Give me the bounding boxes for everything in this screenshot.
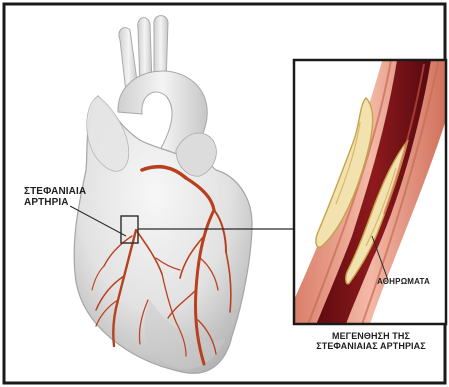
coronary-artery-label-line-2: ΑΡΤΗΡΙΑ: [24, 197, 69, 208]
atheroma-label: ΑΘΗΡΩΜΑΤΑ: [377, 278, 430, 287]
heart: [74, 16, 252, 374]
magnification-caption-line-2: ΣΤΕΦΑΝΙΑΙΑΣ ΑΡΤΗΡΙΑΣ: [316, 341, 426, 351]
magnification-caption-line-1: ΜΕΓΕΝΘΗΣΗ ΤΗΣ: [332, 331, 410, 341]
coronary-artery-label-line-1: ΣΤΕΦΑΝΙΑΙΑ: [24, 186, 86, 197]
magnified-artery-inset: [294, 54, 446, 330]
